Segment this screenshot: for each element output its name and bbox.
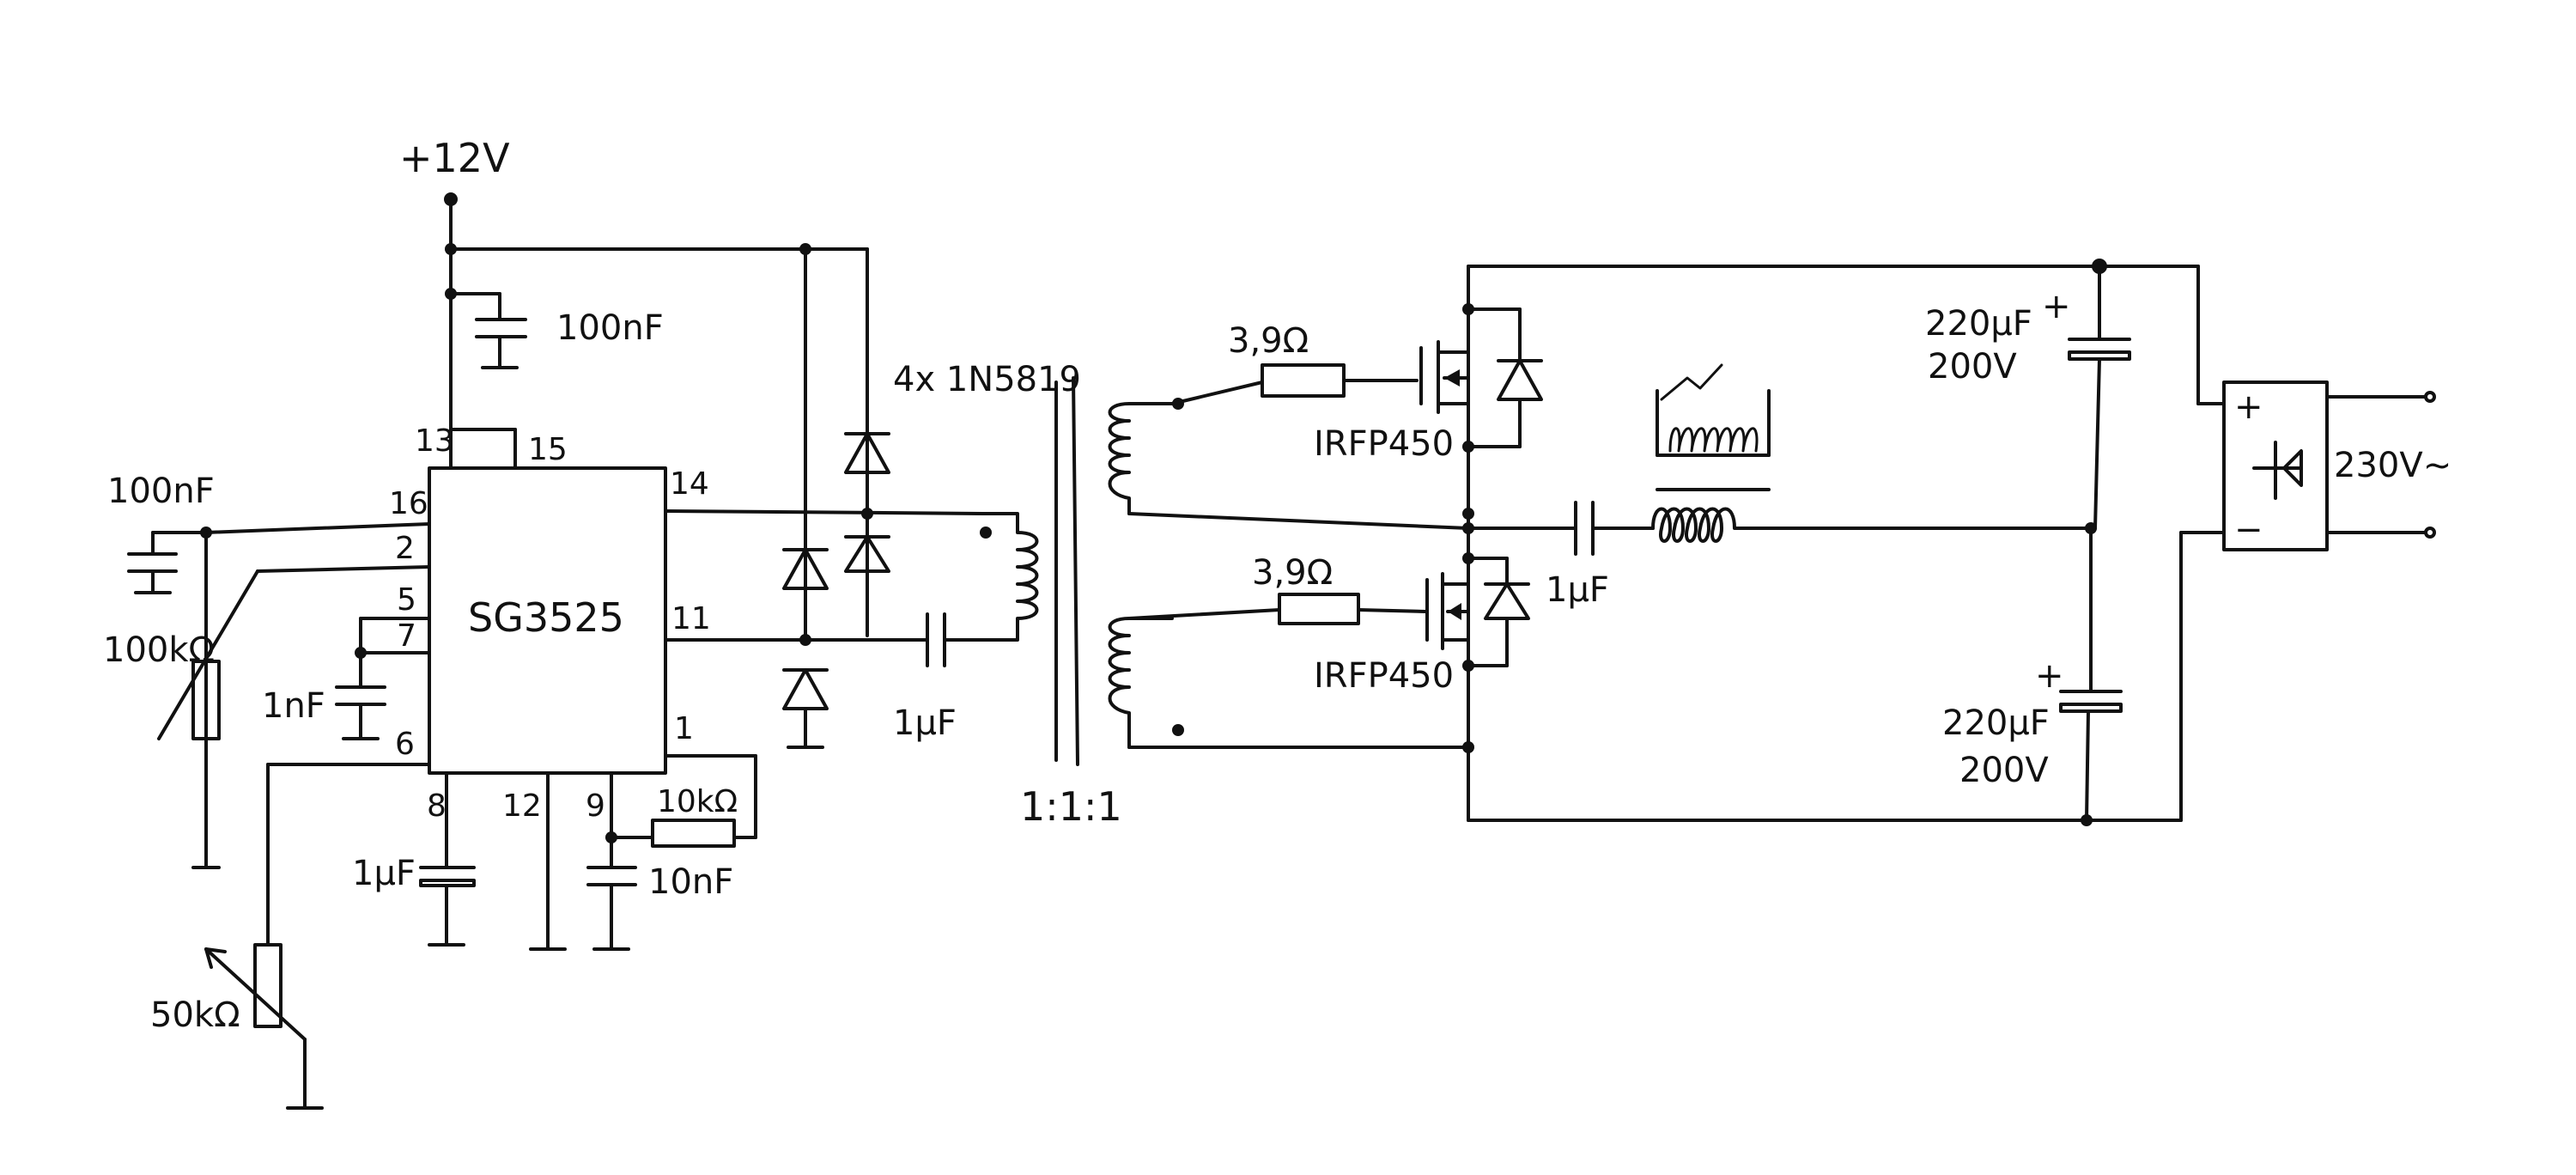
pin-2: 2 [395,531,415,566]
pin-11: 11 [671,601,711,636]
sg3525-ic: SG3525 13 15 16 2 5 7 6 14 11 1 8 12 9 [389,423,711,824]
diodes-label: 4x 1N5819 [893,360,1081,399]
pot-bottom-label: 50kΩ [150,995,240,1035]
pin-15: 15 [528,432,568,467]
deadtime-network: 50kΩ [150,763,431,1110]
resonant-tank: 1μF [1467,363,2093,610]
vref-capacitor-label: 100nF [107,472,215,511]
supply-capacitor: 100nF [449,292,664,369]
bus-cap-top-label: 220μF [1925,304,2032,344]
timing-capacitor: 1nF [262,617,431,740]
bridge-minus: − [2234,510,2263,550]
softstart-capacitor-label: 1μF [352,854,416,893]
supply-capacitor-label: 100nF [556,308,664,348]
transformer-ratio: 1:1:1 [1020,783,1122,830]
coupling-capacitor-label: 1μF [893,703,957,743]
pin-1: 1 [674,711,694,746]
bus-cap-top-voltage: 200V [1928,347,2017,387]
gate-drive-transformer: 1:1:1 [980,376,1184,830]
pin-5: 5 [397,582,416,618]
bus-cap-bottom-label: 220μF [1942,703,2050,743]
bridge-rectifier: + − 230V~ [2222,381,2451,551]
half-bridge: 3,9Ω IRFP450 3,9Ω [1127,265,1543,758]
bus-cap-top-plus: + [2042,287,2071,326]
output-clamp-diodes: 4x 1N5819 [664,360,1081,749]
pin-8: 8 [427,788,447,824]
pin-16: 16 [389,486,428,521]
timing-capacitor-label: 1nF [262,686,325,726]
mosfet-top-label: IRFP450 [1314,424,1454,464]
supply-label: +12V [399,135,510,181]
mosfet-bottom-label: IRFP450 [1314,656,1454,696]
gate-resistor-bottom-label: 3,9Ω [1252,553,1333,593]
coupling-capacitor: 1μF [893,612,1002,743]
gate-resistor-bottom [1278,593,1360,625]
potentiometer-50k [253,943,283,1028]
gate-resistor-top-label: 3,9Ω [1228,321,1309,361]
comp-resistor [651,819,736,848]
pin12-ground [529,771,567,951]
pin-6: 6 [395,727,415,762]
pot-left-label: 100kΩ [103,630,215,670]
bus-cap-bottom-plus: + [2035,656,2064,696]
hv-bus [1467,259,2226,826]
resonant-capacitor-label: 1μF [1546,570,1609,610]
ic-name: SG3525 [468,594,624,641]
pin-7: 7 [397,618,416,654]
pin-13: 13 [415,423,454,459]
pin-14: 14 [670,466,709,502]
bus-cap-bottom-voltage: 200V [1959,751,2049,790]
pin-12: 12 [502,788,542,824]
gate-resistor-top [1261,363,1346,398]
supply-rail: +12V [399,135,869,637]
bus-capacitors: 220μF 200V + 220μF 200V + [1925,265,2131,822]
pin-9: 9 [586,788,605,824]
comp-resistor-label: 10kΩ [657,784,738,819]
softstart-capacitor: 1μF [352,771,476,947]
comp-capacitor-label: 10nF [648,862,733,902]
mains-label: 230V~ [2334,446,2451,485]
compensation-network: 10kΩ 10nF [586,754,757,951]
bridge-plus: + [2234,387,2263,427]
vref-network: 100nF 100kΩ [103,472,431,869]
